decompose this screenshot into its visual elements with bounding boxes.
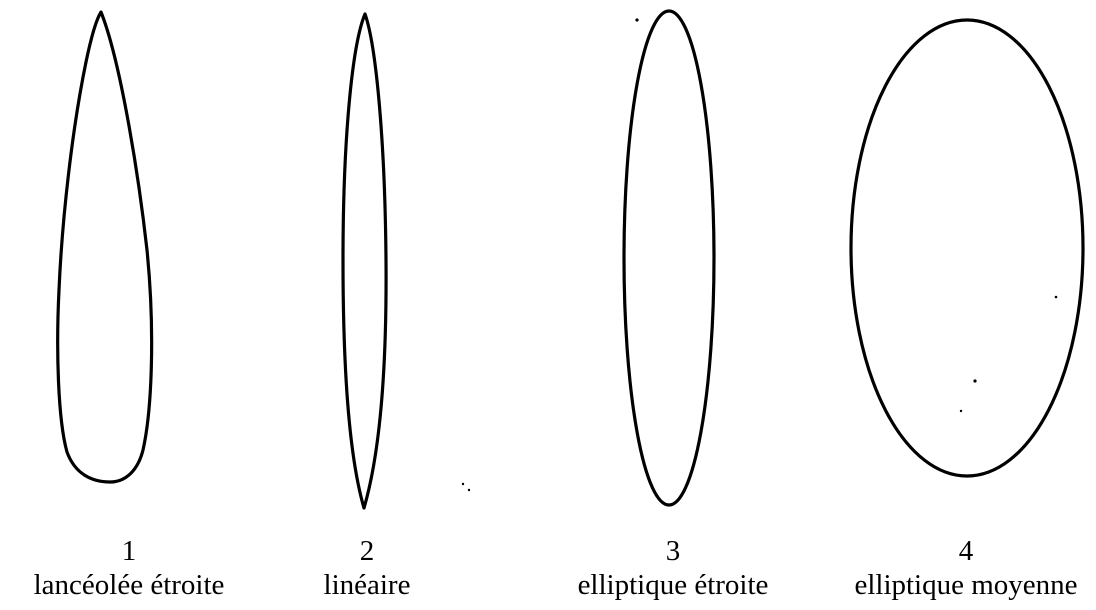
shape-caption-1: 1 lancéolée étroite bbox=[4, 534, 254, 602]
scan-speck bbox=[635, 18, 639, 22]
scan-speck bbox=[461, 482, 465, 486]
shape-number: 4 bbox=[958, 535, 974, 567]
leaf-outline-linear bbox=[341, 12, 388, 510]
scan-speck bbox=[959, 409, 963, 413]
shape-label: elliptique moyenne bbox=[854, 569, 1078, 601]
shape-caption-3: 3 elliptique étroite bbox=[548, 534, 798, 602]
shape-number: 3 bbox=[665, 535, 681, 567]
shape-number: 2 bbox=[359, 535, 375, 567]
shape-label: lancéolée étroite bbox=[33, 569, 225, 601]
leaf-outline-lanceolate-narrow bbox=[56, 10, 154, 484]
shape-caption-2: 2 linéaire bbox=[242, 534, 492, 602]
leaf-outline-elliptic-narrow bbox=[622, 9, 716, 507]
shape-number: 1 bbox=[121, 535, 137, 567]
scan-speck bbox=[467, 488, 471, 492]
shape-label: elliptique étroite bbox=[577, 569, 769, 601]
leaf-outline-elliptic-medium bbox=[849, 18, 1085, 478]
scan-speck bbox=[973, 379, 977, 383]
shape-caption-4: 4 elliptique moyenne bbox=[841, 534, 1091, 602]
shape-label: linéaire bbox=[323, 569, 411, 601]
scan-speck bbox=[1054, 295, 1058, 299]
